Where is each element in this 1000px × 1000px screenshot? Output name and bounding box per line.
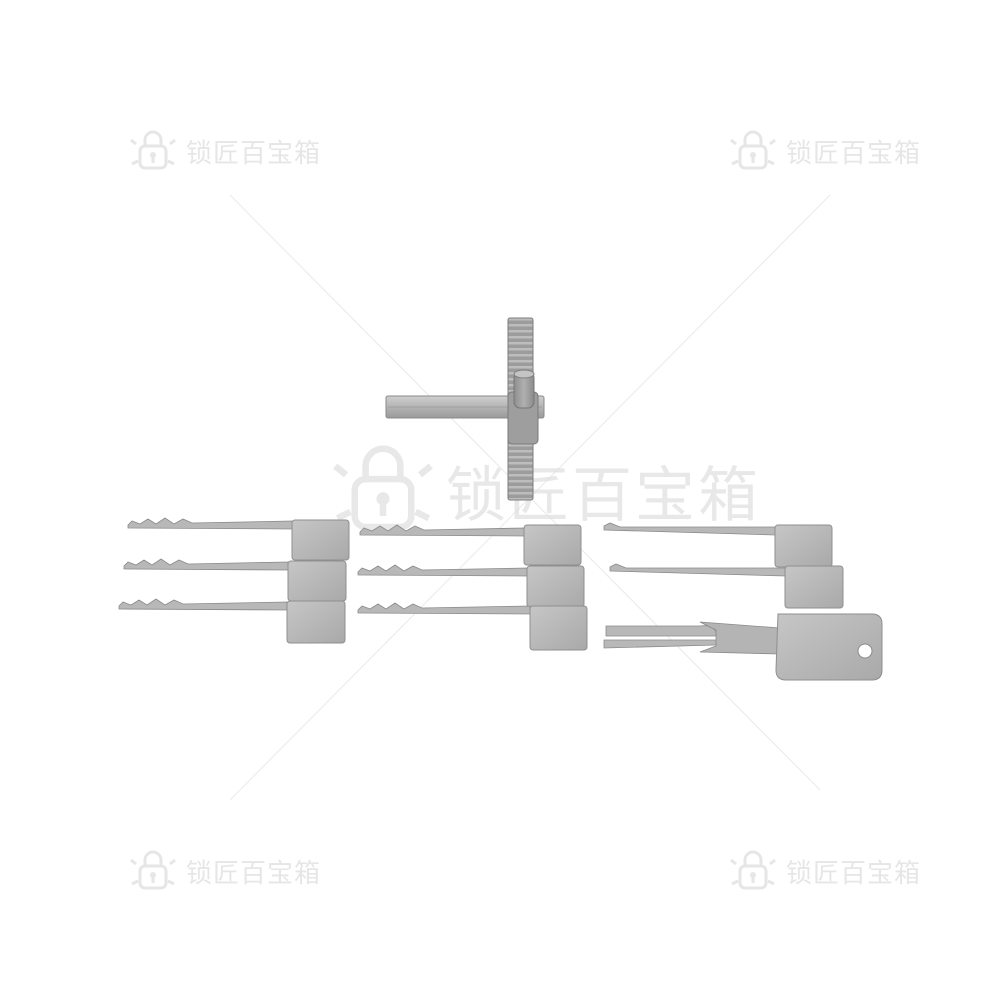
flat-pick-left-2 [123, 558, 347, 602]
t-shaped-tension-tool [385, 317, 545, 501]
flat-pick-right-2 [609, 563, 844, 609]
padlock-logo-icon [730, 130, 776, 170]
watermark-top-left: 锁匠百宝箱 [128, 128, 321, 174]
watermark-text: 锁匠百宝箱 [786, 858, 922, 889]
watermark-center: 锁匠百宝箱 [328, 440, 761, 540]
watermark-bottom-right: 锁匠百宝箱 [728, 848, 921, 894]
flat-pick-middle-2 [357, 564, 585, 608]
padlock-logo-icon [730, 850, 776, 890]
watermark-text: 锁匠百宝箱 [186, 138, 322, 169]
flat-pick-middle-3 [357, 602, 588, 651]
padlock-logo-icon [333, 445, 433, 531]
watermark-text: 锁匠百宝箱 [186, 858, 322, 889]
flat-pick-left-1 [127, 517, 350, 561]
watermark-top-right: 锁匠百宝箱 [728, 128, 921, 174]
padlock-logo-icon [130, 850, 176, 890]
watermark-bottom-left: 锁匠百宝箱 [128, 848, 321, 894]
forked-tension-key [603, 613, 883, 681]
watermark-text: 锁匠百宝箱 [446, 460, 761, 531]
padlock-logo-icon [130, 130, 176, 170]
flat-pick-middle-1 [359, 524, 582, 566]
flat-pick-right-1 [603, 522, 833, 568]
watermark-text: 锁匠百宝箱 [786, 138, 922, 169]
flat-pick-left-3 [118, 598, 346, 644]
